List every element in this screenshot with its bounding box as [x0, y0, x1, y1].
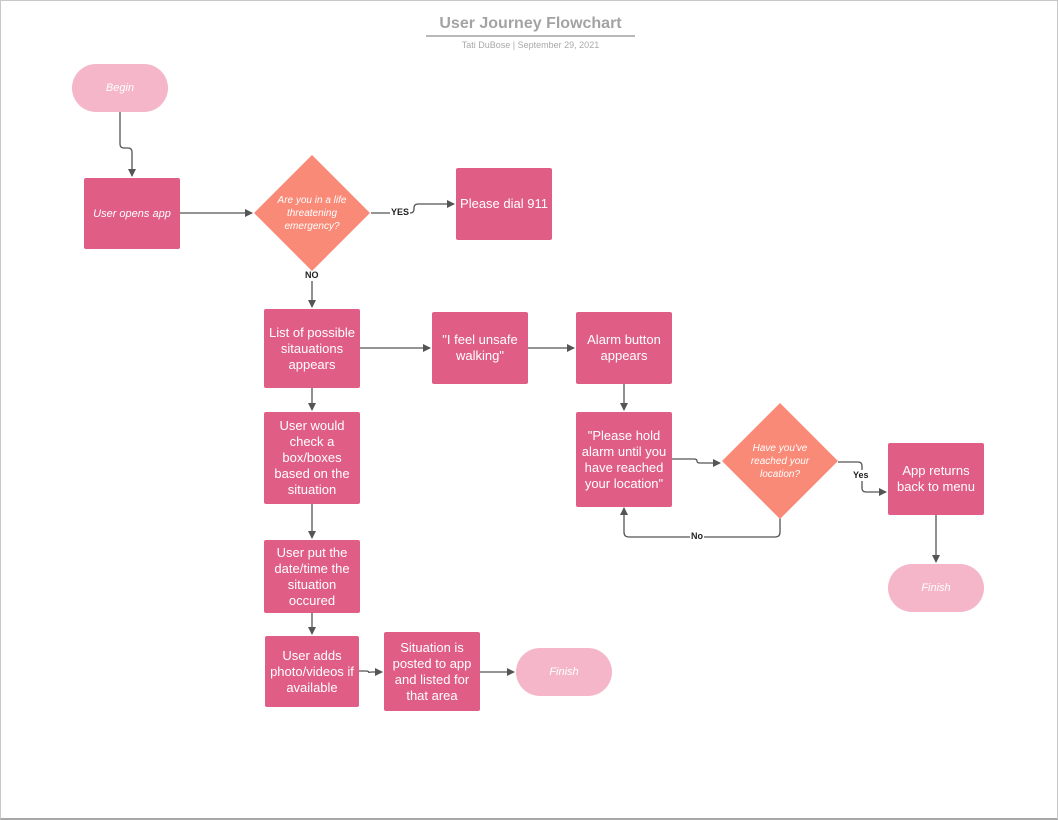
- emergency-decision: Are you in a life threatening emergency?: [252, 155, 372, 271]
- diagram-subtitle: Tati DuBose | September 29, 2021: [461, 40, 600, 50]
- date-time-node: User put the date/time the situation occ…: [264, 540, 360, 613]
- finish-right-terminal: Finish: [888, 564, 984, 612]
- hold-alarm-label: "Please hold alarm until you have reache…: [581, 427, 667, 491]
- reached-question-label: Have you've reached your location?: [750, 442, 810, 480]
- situation-posted-node: Situation is posted to app and listed fo…: [384, 632, 480, 711]
- list-situations-node: List of possible sitauations appears: [264, 309, 360, 388]
- edge-label-no-lower: No: [690, 531, 704, 542]
- edge-label-yes-lower: Yes: [852, 470, 870, 481]
- returns-menu-node: App returns back to menu: [888, 443, 984, 515]
- edge-begin-to-opens-app: [119, 112, 136, 177]
- edge-emergency-yes-to-911: [371, 200, 455, 214]
- adds-photo-label: User adds photo/videos if available: [270, 647, 354, 695]
- finish-bottom-terminal: Finish: [516, 648, 612, 696]
- edge-hold-to-reached: [672, 458, 721, 467]
- list-situations-label: List of possible sitauations appears: [269, 324, 355, 372]
- date-time-label: User put the date/time the situation occ…: [274, 544, 350, 608]
- begin-terminal: Begin: [72, 64, 168, 112]
- reached-location-decision: Have you've reached your location?: [720, 403, 840, 519]
- feel-unsafe-node: "I feel unsafe walking": [432, 312, 528, 384]
- hold-alarm-node: "Please hold alarm until you have reache…: [576, 412, 672, 507]
- title-underline: [426, 35, 635, 37]
- dial-911-node: Please dial 911: [456, 168, 552, 240]
- edge-label-yes-upper: YES: [390, 207, 411, 218]
- diagram-title: User Journey Flowchart: [439, 15, 622, 32]
- emergency-question-label: Are you in a life threatening emergency?: [277, 194, 347, 232]
- edge-label-no-upper: NO: [304, 270, 320, 281]
- begin-label: Begin: [105, 82, 135, 94]
- finish-bottom-label: Finish: [549, 666, 579, 678]
- user-opens-app-node: User opens app: [84, 178, 180, 249]
- alarm-appears-node: Alarm button appears: [576, 312, 672, 384]
- feel-unsafe-label: "I feel unsafe walking": [442, 332, 518, 363]
- returns-menu-label: App returns back to menu: [896, 463, 976, 494]
- alarm-appears-label: Alarm button appears: [587, 332, 661, 363]
- check-box-label: User would check a box/boxes based on th…: [274, 418, 350, 497]
- user-opens-app-label: User opens app: [93, 207, 171, 220]
- check-box-node: User would check a box/boxes based on th…: [264, 412, 360, 504]
- finish-right-label: Finish: [921, 582, 951, 594]
- adds-photo-node: User adds photo/videos if available: [265, 636, 359, 707]
- edge-photo-to-posted: [359, 668, 383, 676]
- situation-posted-label: Situation is posted to app and listed fo…: [392, 639, 472, 703]
- dial-911-label: Please dial 911: [460, 196, 548, 211]
